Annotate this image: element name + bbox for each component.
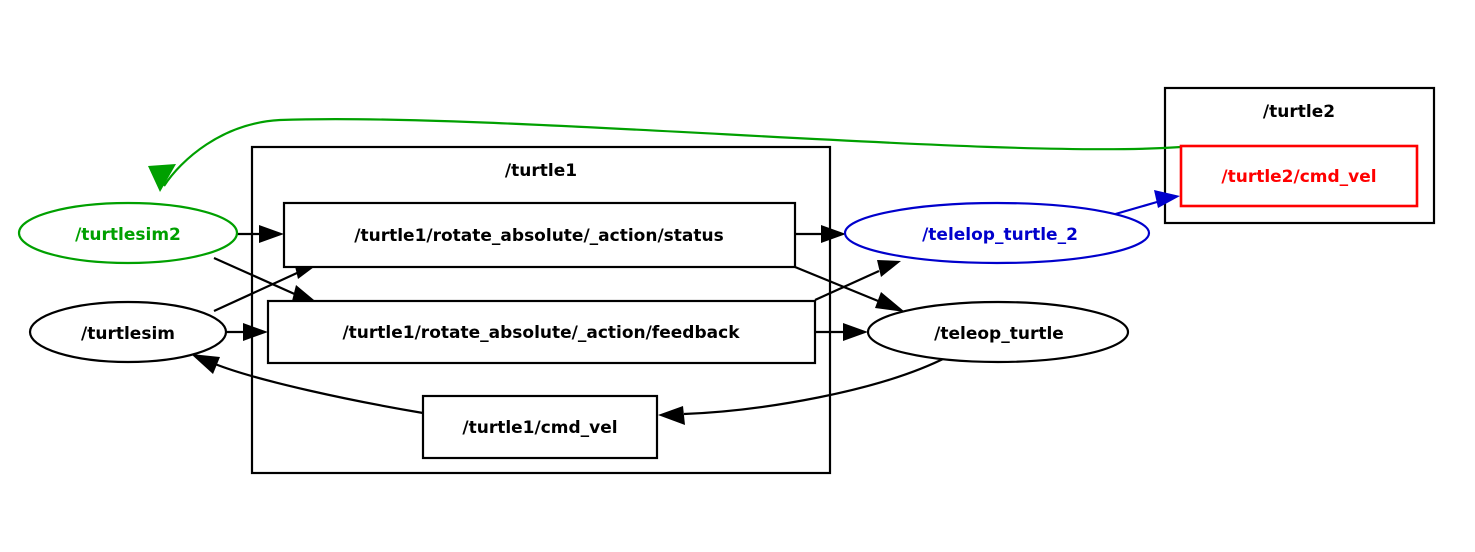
edge-path	[163, 118, 1182, 187]
edge-path	[1111, 200, 1158, 217]
edge-turtlesim2-to-status[interactable]	[237, 225, 284, 243]
topic-box[interactable]	[282, 201, 797, 269]
edge-turtle1cmdvel-to-turtlesim[interactable]	[191, 354, 424, 415]
topic-turtle1-rotate-absolute-action-feedback[interactable]: /turtle1/rotate_absolute/_action/feedbac…	[266, 299, 817, 365]
cluster-turtle1-label: /turtle1	[505, 161, 577, 181]
edge-path	[794, 265, 884, 305]
node-ellipse[interactable]	[28, 300, 228, 364]
edge-path	[213, 256, 300, 298]
node-ellipse[interactable]	[843, 201, 1151, 265]
cluster-turtle1-box[interactable]	[250, 145, 832, 475]
edge-path	[683, 356, 948, 416]
cluster-turtle2-label: /turtle2	[1263, 102, 1335, 122]
node-turtlesim2[interactable]: /turtlesim2	[17, 201, 239, 265]
arrowhead-icon	[243, 323, 268, 341]
arrowhead-icon	[877, 260, 901, 277]
topic-box[interactable]	[1179, 144, 1419, 208]
arrowhead-icon	[148, 164, 176, 192]
edge-path	[214, 362, 424, 415]
cluster-turtle2[interactable]: /turtle2	[1163, 86, 1436, 225]
arrowhead-icon	[821, 225, 846, 243]
node-label: /telelop_turtle_2	[922, 225, 1078, 245]
edge-path	[213, 271, 298, 313]
arrowhead-icon	[875, 292, 905, 312]
arrowhead-icon	[191, 354, 220, 374]
edge-feedback-to-telelop2[interactable]	[814, 260, 901, 302]
edge-status-to-telelop2[interactable]	[795, 225, 846, 243]
edge-path	[814, 269, 880, 302]
edge-turtlesim-to-feedback[interactable]	[226, 323, 268, 341]
topic-turtle2-cmd-vel[interactable]: /turtle2/cmd_vel	[1179, 144, 1419, 208]
node-ellipse[interactable]	[866, 300, 1130, 364]
node-label: /turtlesim	[81, 324, 175, 344]
topic-label: /turtle2/cmd_vel	[1221, 167, 1376, 187]
cluster-turtle2-box[interactable]	[1163, 86, 1436, 225]
node-label: /turtlesim2	[75, 225, 181, 245]
topic-turtle1-cmd-vel[interactable]: /turtle1/cmd_vel	[421, 394, 659, 460]
topic-box[interactable]	[266, 299, 817, 365]
edge-status-to-teleop[interactable]	[794, 265, 905, 312]
edge-teleop-to-turtle1cmdvel[interactable]	[658, 356, 948, 425]
arrowhead-icon	[658, 406, 685, 425]
node-turtlesim[interactable]: /turtlesim	[28, 300, 228, 364]
arrowhead-icon	[1154, 190, 1180, 208]
cluster-turtle1[interactable]: /turtle1	[250, 145, 832, 475]
topic-label: /turtle1/cmd_vel	[462, 418, 617, 438]
edge-feedback-to-teleop[interactable]	[815, 323, 868, 341]
topic-label: /turtle1/rotate_absolute/_action/feedbac…	[342, 323, 740, 343]
topic-label: /turtle1/rotate_absolute/_action/status	[354, 226, 723, 246]
node-label: /teleop_turtle	[934, 324, 1064, 344]
arrowhead-icon	[259, 225, 284, 243]
arrowhead-icon	[843, 323, 868, 341]
node-telelop-turtle-2[interactable]: /telelop_turtle_2	[843, 201, 1151, 265]
edge-telelop2-to-turtle2cmdvel[interactable]	[1111, 190, 1180, 217]
edges-layer	[148, 118, 1182, 425]
node-ellipse[interactable]	[17, 201, 239, 265]
topic-turtle1-rotate-absolute-action-status[interactable]: /turtle1/rotate_absolute/_action/status	[282, 201, 797, 269]
node-teleop-turtle[interactable]: /teleop_turtle	[866, 300, 1130, 364]
topic-box[interactable]	[421, 394, 659, 460]
edge-turtle2cmdvel-to-turtlesim2[interactable]	[148, 118, 1182, 192]
